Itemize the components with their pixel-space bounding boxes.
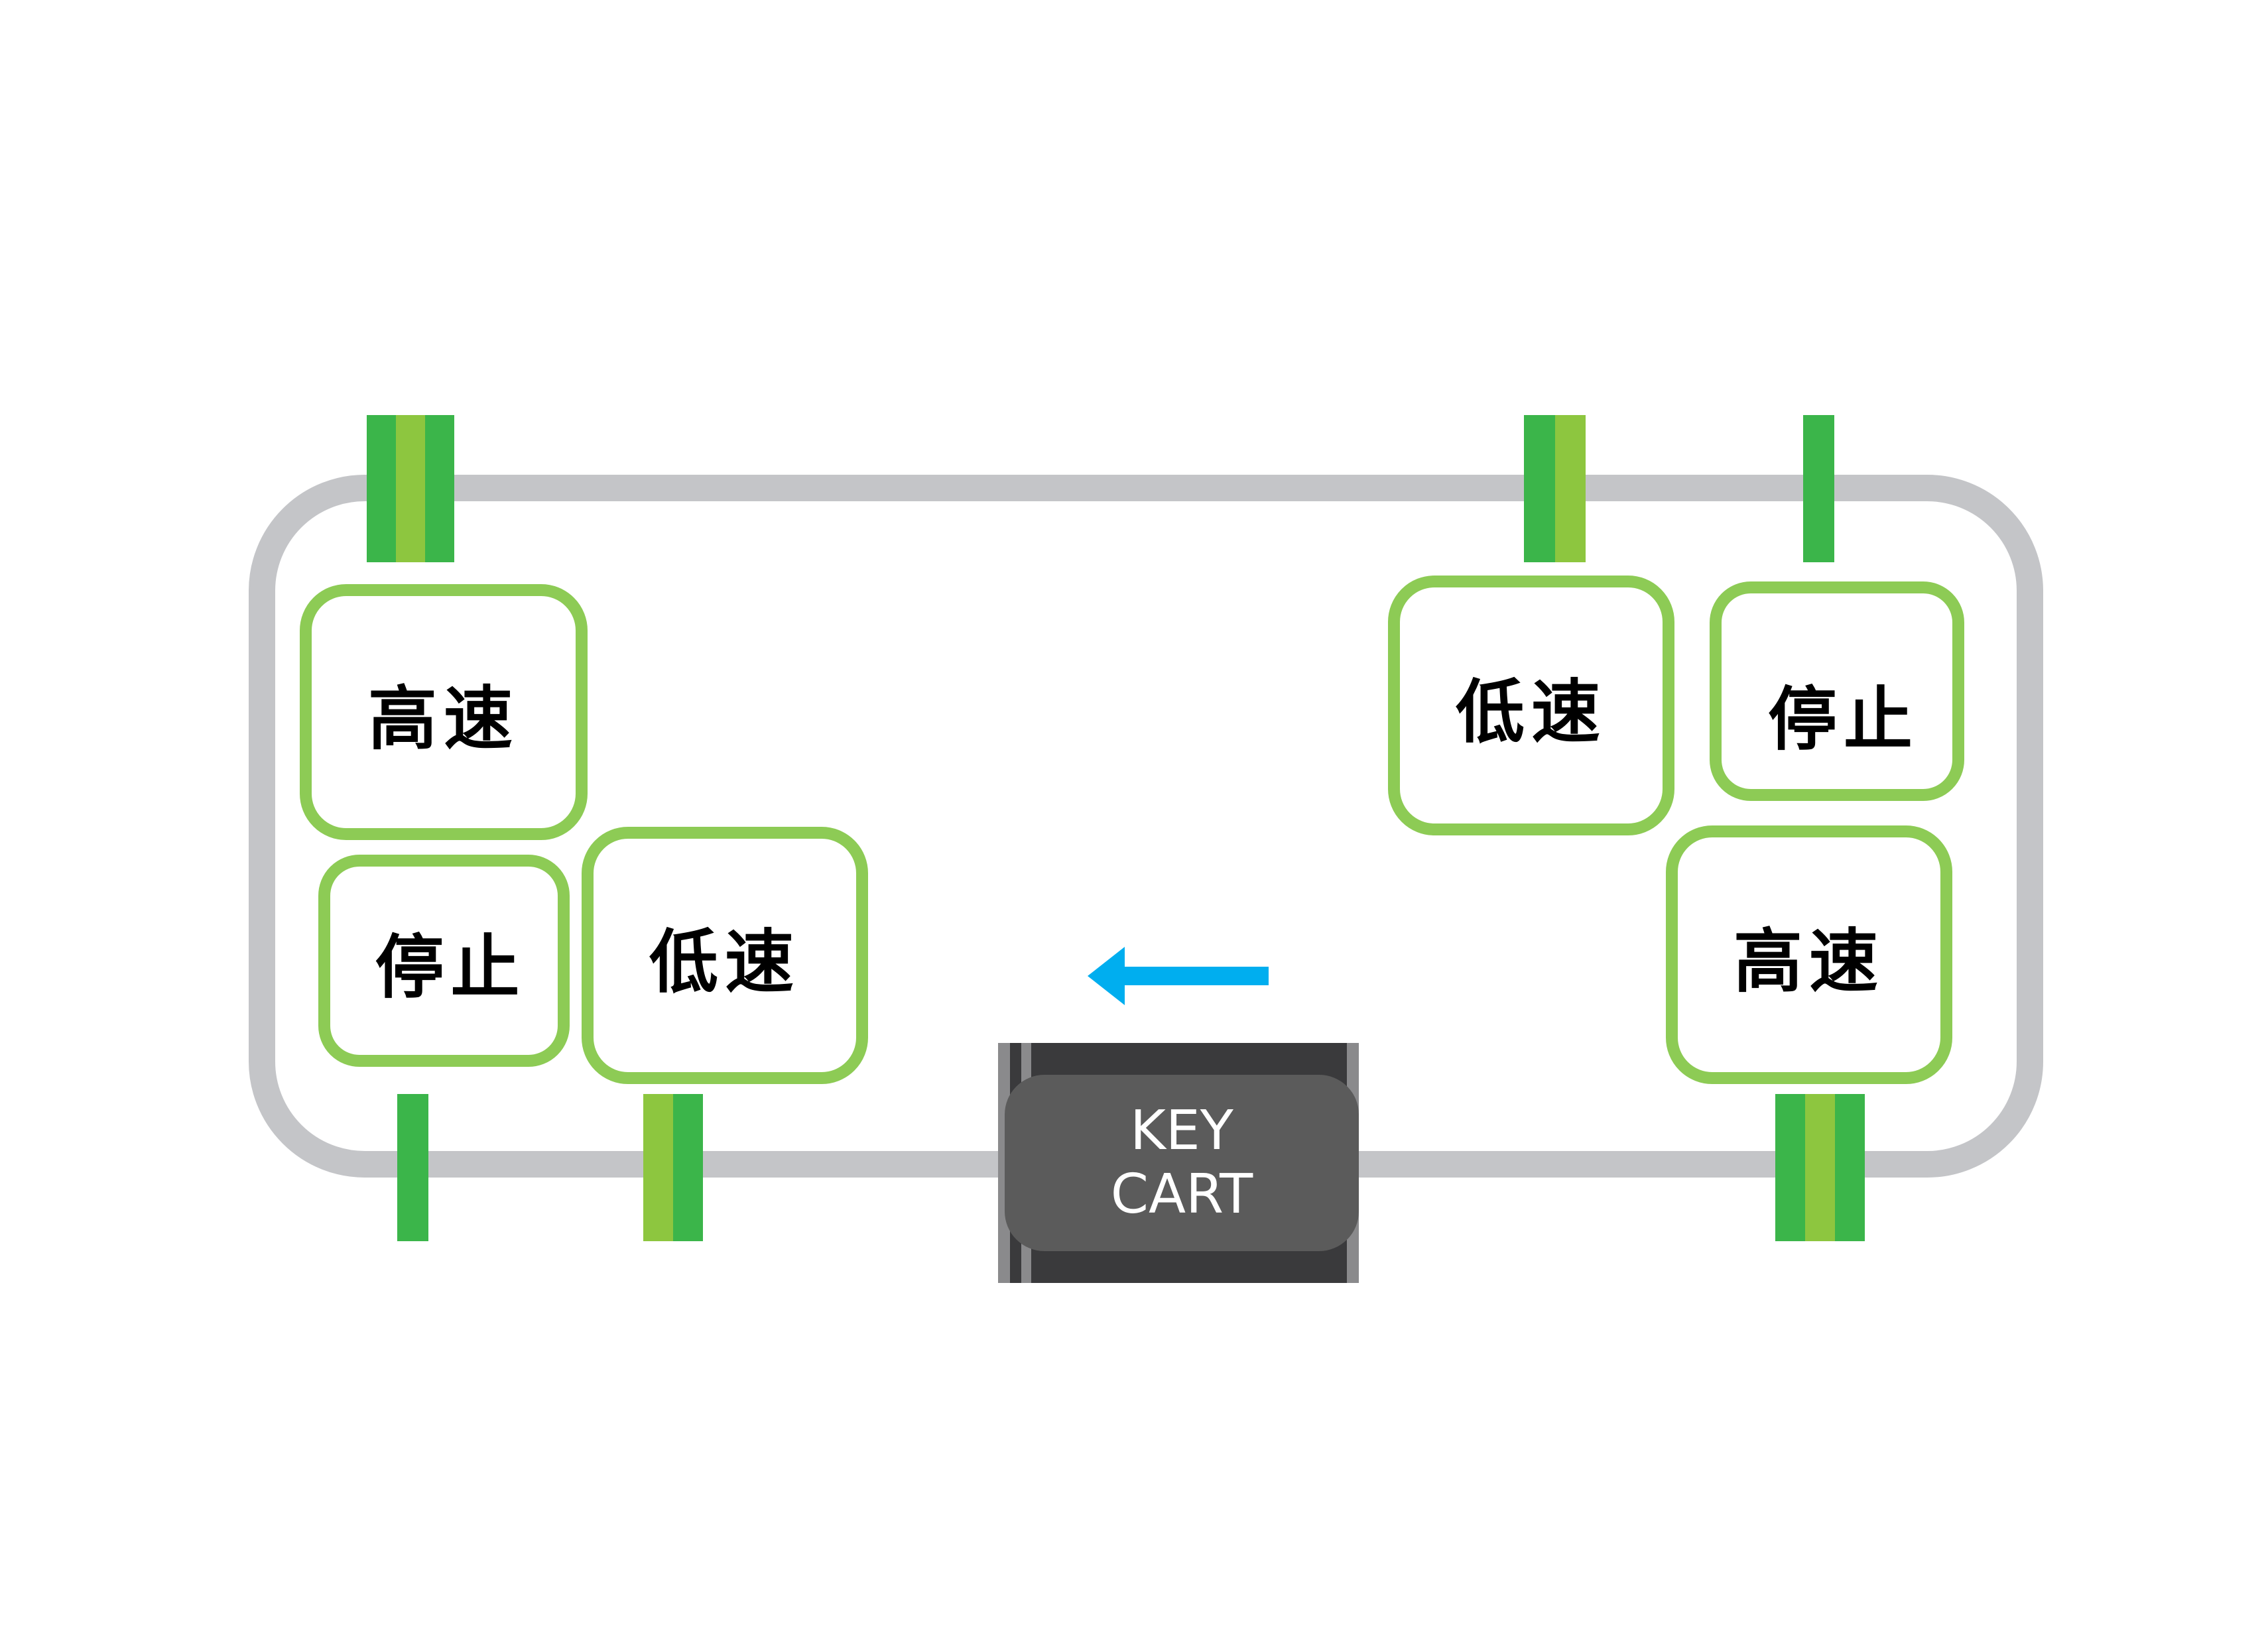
arrow-shaft <box>1121 967 1269 985</box>
arrow-head <box>1088 947 1125 1005</box>
zone-left-low-speed: 低速 <box>582 827 868 1084</box>
cart-label-line1: KEY <box>1130 1099 1233 1162</box>
sensor-top-right-a <box>1524 415 1586 562</box>
zone-left-stop: 停止 <box>318 855 570 1067</box>
key-cart: KEY CART <box>998 1043 1359 1283</box>
sensor-stripe-light <box>1805 1094 1835 1241</box>
zone-label: 高速 <box>367 678 519 759</box>
zone-label: 低速 <box>1455 671 1607 753</box>
sensor-stripe-dark <box>367 415 396 562</box>
zone-right-low-speed: 低速 <box>1388 576 1674 835</box>
zone-label: 低速 <box>649 921 800 1003</box>
sensor-stripe-light <box>643 1094 673 1241</box>
sensor-stripe-dark <box>1775 1094 1805 1241</box>
cart-body: KEY CART <box>1005 1075 1359 1251</box>
zone-left-high-speed: 高速 <box>300 584 588 840</box>
sensor-stripe-light <box>396 415 425 562</box>
sensor-stripe-dark <box>1524 415 1555 562</box>
zone-label: 高速 <box>1733 920 1885 1002</box>
sensor-stripe-dark <box>673 1094 703 1241</box>
sensor-stripe-dark <box>397 1094 428 1241</box>
sensor-top-left <box>367 415 454 562</box>
cart-label-line2: CART <box>1110 1163 1253 1226</box>
sensor-stripe-light <box>1555 415 1586 562</box>
sensor-bottom-left-a <box>397 1094 428 1241</box>
track-loop <box>249 475 2043 1178</box>
zone-label: 停止 <box>375 926 527 1008</box>
arrow-left-icon <box>1088 947 1269 1005</box>
zone-right-high-speed: 高速 <box>1666 825 1952 1084</box>
zone-label: 停止 <box>1767 679 1919 760</box>
sensor-stripe-dark <box>1803 415 1834 562</box>
sensor-stripe-dark <box>425 415 454 562</box>
sensor-stripe-dark <box>1835 1094 1865 1241</box>
sensor-bottom-right <box>1775 1094 1865 1241</box>
sensor-bottom-left-b <box>643 1094 703 1241</box>
zone-right-stop: 停止 <box>1710 581 1964 801</box>
sensor-top-right-b <box>1803 415 1834 562</box>
